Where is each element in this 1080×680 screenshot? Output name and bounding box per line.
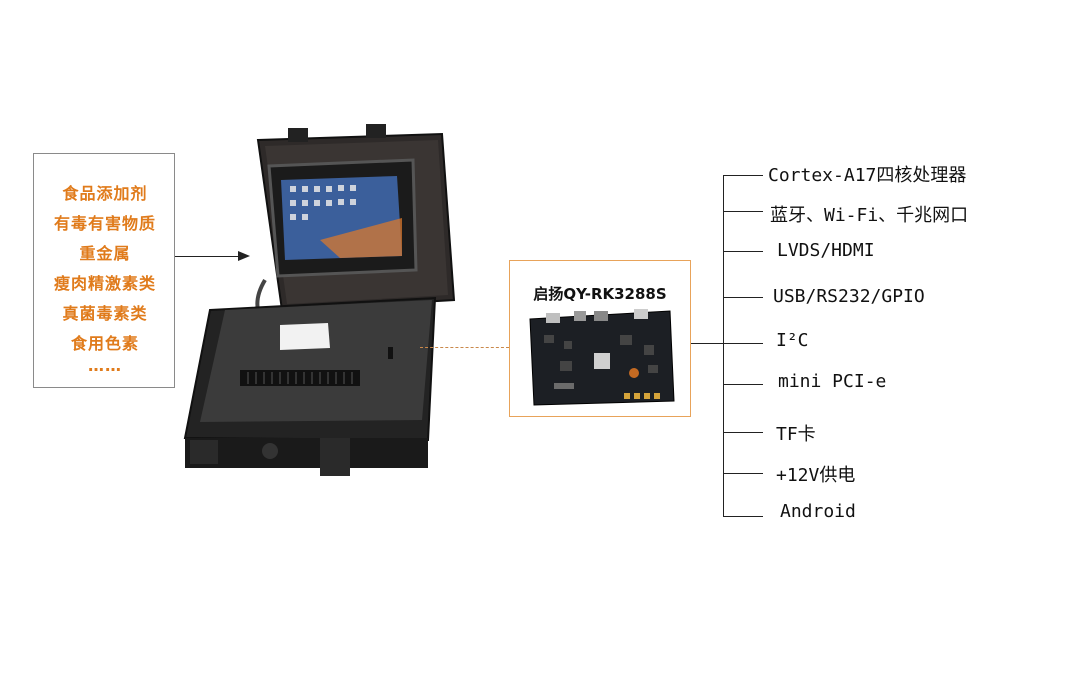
- portable-detector-device-image: [183, 124, 456, 476]
- spec-branch: [723, 516, 763, 517]
- board-image: [529, 309, 675, 406]
- detection-item: 瘦肉精激素类: [53, 274, 156, 293]
- spec-branch: [723, 473, 763, 474]
- spec-item-network: 蓝牙、Wi-Fi、千兆网口: [770, 205, 969, 226]
- spec-item-display: LVDS/HDMI: [777, 240, 875, 261]
- spec-branch: [723, 211, 763, 212]
- detection-item: 重金属: [79, 244, 131, 263]
- spec-branch: [723, 432, 763, 433]
- spec-branch: [723, 343, 763, 344]
- spec-item-io: USB/RS232/GPIO: [773, 286, 925, 307]
- detection-item: 食用色素: [70, 334, 139, 353]
- board-spec-link: [691, 343, 723, 344]
- detection-item: 有毒有害物质: [53, 214, 156, 233]
- spec-item-pcie: mini PCI-e: [778, 371, 887, 392]
- board-box: 启扬QY-RK3288S: [509, 260, 691, 417]
- spec-branch: [723, 251, 763, 252]
- spec-item-tf: TF卡: [776, 424, 816, 445]
- pointer-arrow-head: [238, 251, 250, 261]
- spec-branch: [723, 297, 763, 298]
- spec-item-os: Android: [780, 501, 856, 522]
- spec-item-cpu: Cortex-A17四核处理器: [768, 165, 967, 186]
- device-board-dashed-link: [420, 347, 509, 348]
- spec-item-power: +12V供电: [776, 465, 856, 486]
- pointer-arrow-line: [175, 256, 247, 257]
- spec-item-i2c: I²C: [776, 330, 809, 351]
- detection-items-box: 食品添加剂 有毒有害物质 重金属 瘦肉精激素类 真菌毒素类 食用色素 ……: [33, 153, 175, 388]
- detection-item: 真菌毒素类: [62, 304, 148, 323]
- detection-item-more: ……: [88, 356, 122, 375]
- spec-branch: [723, 384, 763, 385]
- spec-tree-trunk: [723, 175, 724, 516]
- spec-branch: [723, 175, 763, 176]
- detection-item: 食品添加剂: [62, 184, 148, 203]
- board-title: 启扬QY-RK3288S: [533, 285, 667, 303]
